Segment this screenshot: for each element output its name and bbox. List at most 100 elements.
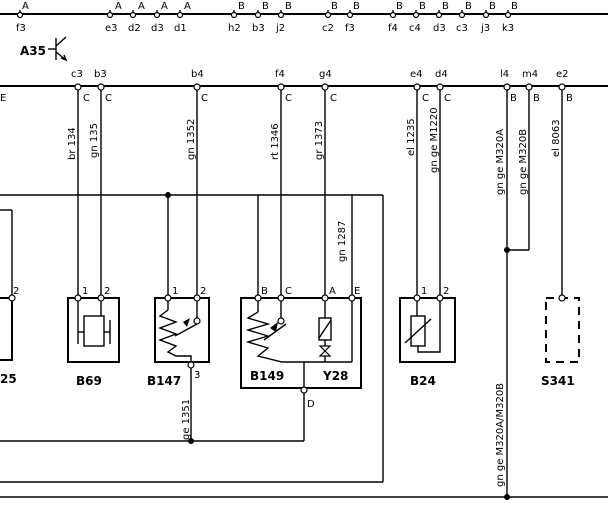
top-letter: A	[138, 1, 145, 12]
mid-pin: g4	[319, 69, 332, 80]
component-S341: S341	[541, 297, 580, 388]
wire-label: gn ge M1220	[429, 107, 440, 173]
top-pin: f4	[388, 23, 398, 34]
mid-letter: C	[83, 93, 90, 104]
component-label: S341	[541, 374, 575, 388]
mid-pin: e4	[410, 69, 423, 80]
pin-number: 1	[172, 286, 178, 297]
top-pin: c2	[322, 23, 334, 34]
top-pin-labels: f3 e3 d2 d3 d1 h2 b3 j2 c2 f3 f4 c4 d3 c…	[16, 23, 514, 34]
mid-pin: l4	[500, 69, 509, 80]
top-letter: B	[238, 1, 245, 12]
top-letter: B	[262, 1, 269, 12]
wire-label: gn 1352	[186, 119, 197, 160]
mid-letter: B	[510, 93, 517, 104]
component-label: Y28	[322, 369, 348, 383]
top-pin: d3	[433, 23, 446, 34]
pin-letter: D	[307, 399, 315, 410]
wire-label: el 1235	[406, 118, 417, 156]
wire-label: gn ge M320A/M320B	[495, 383, 506, 487]
pin-letter: E	[354, 286, 360, 297]
top-letter: B	[442, 1, 449, 12]
mid-pin: d4	[435, 69, 448, 80]
wire-labels: br 134 gn 135 gn 1352 rt 1346 gr 1373 el…	[67, 107, 562, 487]
wire-label: el 8063	[551, 119, 562, 157]
top-pin: c3	[456, 23, 468, 34]
mid-letter: E	[0, 93, 6, 104]
top-letter: B	[285, 1, 292, 12]
component-25: 2 25	[0, 209, 19, 386]
mid-letter: C	[285, 93, 292, 104]
wire-label: rt 1346	[270, 123, 281, 160]
transistor-icon	[48, 36, 68, 62]
junction-dots	[165, 192, 510, 500]
component-label: 25	[0, 372, 17, 386]
mid-pin-labels: c3 b3 b4 f4 g4 e4 d4 l4 m4 e2	[71, 69, 569, 80]
top-letter: B	[465, 1, 472, 12]
top-pin: j3	[480, 23, 490, 34]
component-B69: 1 2 B69	[67, 286, 120, 388]
pin-letter: B	[261, 286, 268, 297]
component-label: B69	[76, 374, 102, 388]
wire-label: gn 135	[89, 123, 100, 158]
pin-letter: A	[329, 286, 336, 297]
wire-label: br 134	[67, 127, 78, 160]
top-letter: A	[22, 1, 29, 12]
top-pin: f3	[16, 23, 26, 34]
top-letter: A	[184, 1, 191, 12]
module-pin-circles	[74, 83, 566, 91]
wire-lines	[77, 90, 563, 497]
top-pin: j2	[275, 23, 285, 34]
top-pin: c4	[409, 23, 421, 34]
pin-number: 3	[194, 370, 200, 381]
mid-pin: m4	[522, 69, 538, 80]
component-B149-Y28: B C A E D B149 Y28	[240, 286, 362, 410]
pin-letter: C	[285, 286, 292, 297]
top-pin: d1	[174, 23, 187, 34]
mid-pin: e2	[556, 69, 569, 80]
mid-letter: B	[566, 93, 573, 104]
mid-letter: C	[444, 93, 451, 104]
top-letter: A	[161, 1, 168, 12]
wire-label: ge 1351	[181, 399, 192, 440]
top-pin: k3	[502, 23, 514, 34]
wire-label: gn 1287	[337, 221, 348, 262]
pin-number: 2	[200, 286, 206, 297]
module-name: A35	[20, 44, 46, 58]
mid-pin: b4	[191, 69, 204, 80]
pin-number: 1	[82, 286, 88, 297]
mid-pin: c3	[71, 69, 83, 80]
top-pin: e3	[105, 23, 118, 34]
pin-number: 2	[104, 286, 110, 297]
component-label: B147	[147, 374, 181, 388]
top-letter: B	[489, 1, 496, 12]
mid-letter: C	[201, 93, 208, 104]
mid-letter: C	[105, 93, 112, 104]
mid-pin: b3	[94, 69, 107, 80]
top-connector-ticks	[16, 10, 512, 19]
top-letter: B	[353, 1, 360, 12]
wire-label: gn ge M320A	[495, 129, 506, 195]
top-letter: B	[419, 1, 426, 12]
top-connector-letters: A A A A A B B B B B B B B B B B	[22, 1, 518, 12]
top-pin: h2	[228, 23, 241, 34]
mid-letter: B	[533, 93, 540, 104]
top-pin: f3	[345, 23, 355, 34]
top-pin: d2	[128, 23, 141, 34]
mid-pin: f4	[275, 69, 285, 80]
top-pin: d3	[151, 23, 164, 34]
pin-number: 1	[421, 286, 427, 297]
mid-letters: C C C C C C C B B B	[83, 93, 573, 104]
pin-number: 2	[443, 286, 449, 297]
top-pin: b3	[252, 23, 265, 34]
top-letter: B	[331, 1, 338, 12]
mid-letter: C	[422, 93, 429, 104]
component-label: B24	[410, 374, 436, 388]
wire-label: gr 1373	[314, 121, 325, 160]
top-letter: B	[396, 1, 403, 12]
top-letter: B	[511, 1, 518, 12]
mid-letter: C	[330, 93, 337, 104]
component-B24: 1 2 B24	[399, 286, 456, 388]
wire-label: gn ge M320B	[518, 129, 529, 195]
